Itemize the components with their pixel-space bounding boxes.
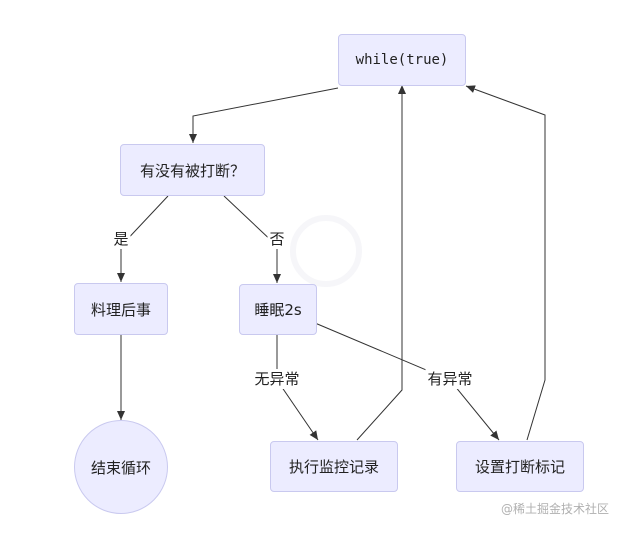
end-loop-label: 结束循环 bbox=[90, 458, 151, 477]
while-loop-node: while(true) bbox=[338, 34, 466, 86]
edge-label-no-exception: 无异常 bbox=[252, 369, 302, 389]
cleanup-node: 料理后事 bbox=[74, 283, 168, 335]
log-monitor-node: 执行监控记录 bbox=[270, 441, 398, 492]
log-monitor-label: 执行监控记录 bbox=[288, 458, 379, 476]
while-loop-label: while(true) bbox=[355, 52, 449, 68]
set-flag-label: 设置打断标记 bbox=[474, 458, 565, 476]
interrupted-check-node: 有没有被打断？ bbox=[120, 144, 265, 196]
edge-label-has-exception: 有异常 bbox=[425, 369, 475, 389]
end-loop-node: 结束循环 bbox=[74, 420, 168, 514]
sleep-node: 睡眠2s bbox=[239, 284, 317, 335]
edge-label-no: 否 bbox=[267, 229, 287, 249]
edge-label-yes: 是 bbox=[111, 229, 131, 249]
set-flag-node: 设置打断标记 bbox=[456, 441, 584, 492]
interrupted-check-label: 有没有被打断？ bbox=[139, 161, 245, 180]
watermark-text: @稀土掘金技术社区 bbox=[500, 502, 609, 516]
watermark-logo-icon bbox=[290, 215, 362, 287]
edge-while-to-check bbox=[189, 87, 339, 143]
edge-log-to-while bbox=[356, 85, 406, 441]
edge-flag-to-while bbox=[465, 85, 546, 441]
cleanup-label: 料理后事 bbox=[90, 300, 151, 319]
sleep-label: 睡眠2s bbox=[254, 301, 302, 319]
